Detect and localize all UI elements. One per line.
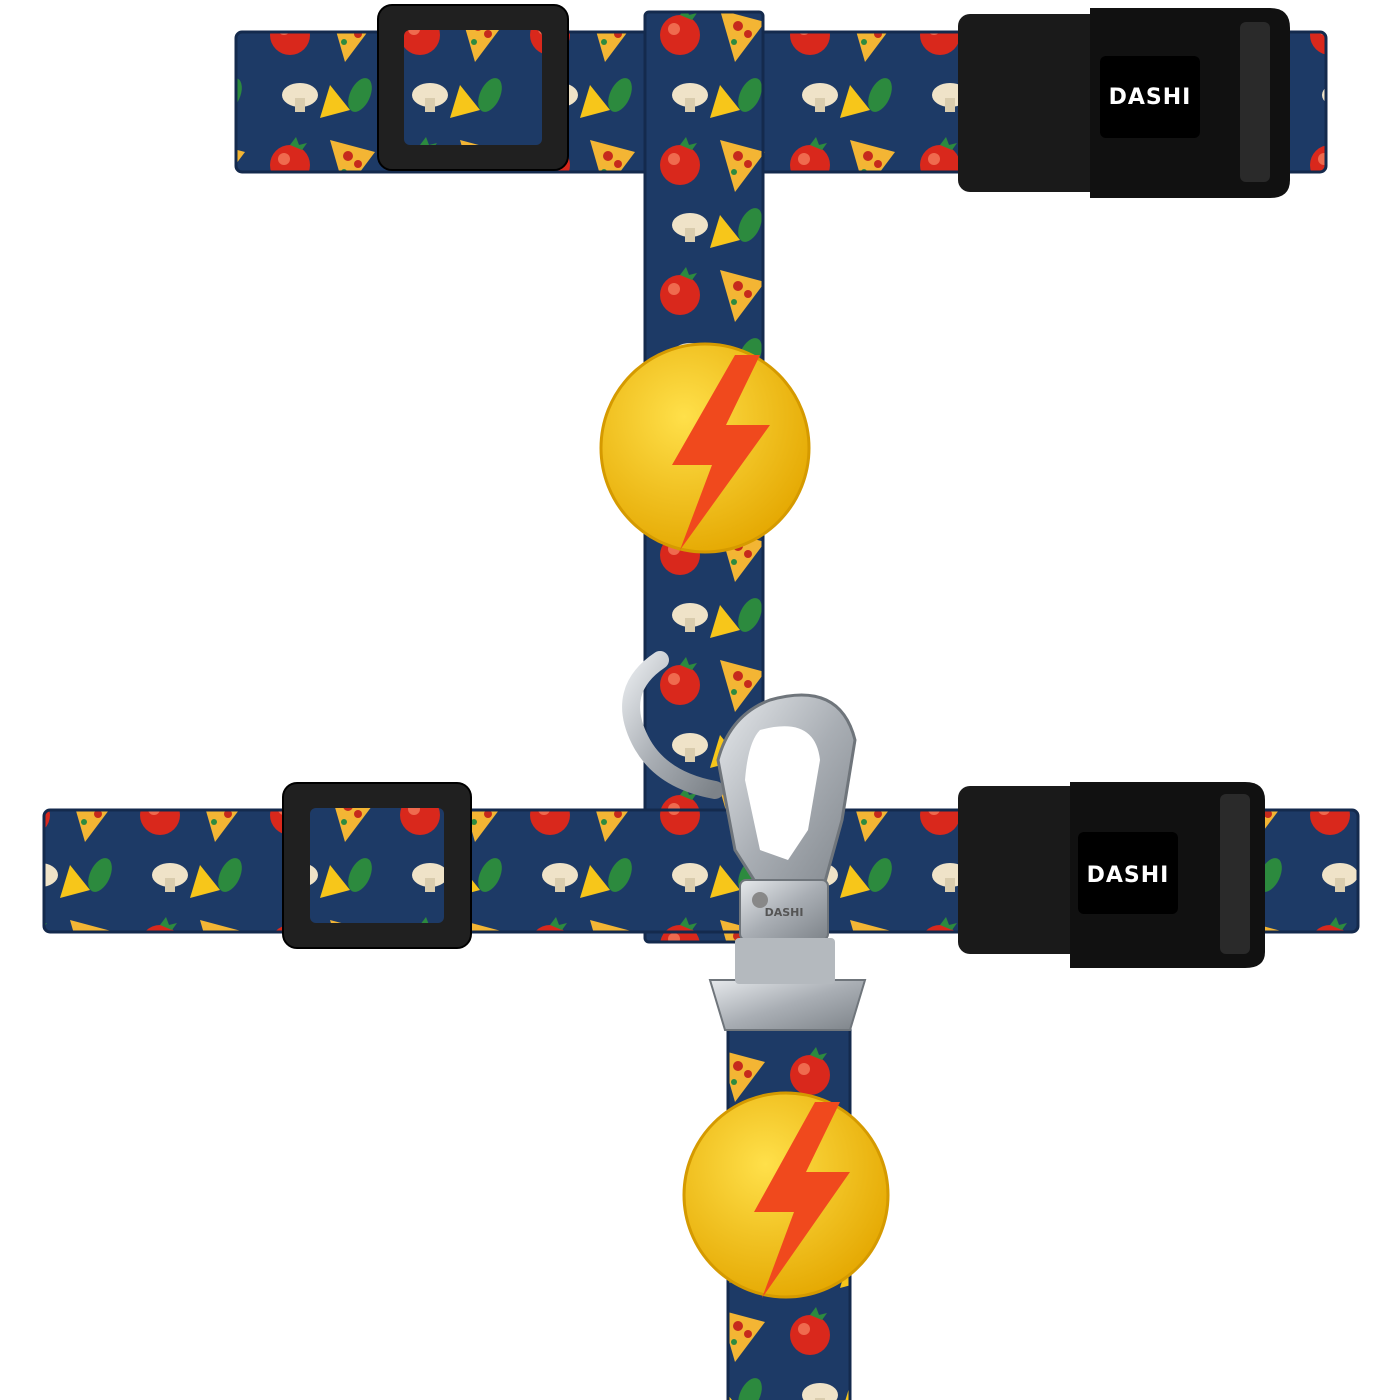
bottom-lightning-tag bbox=[682, 1091, 890, 1299]
top-lightning-tag bbox=[599, 342, 811, 554]
lightning-bolt-icon bbox=[672, 355, 770, 550]
lightning-bolt-icon bbox=[754, 1102, 850, 1298]
d-ring-icon bbox=[622, 651, 724, 799]
top-slider-buckle bbox=[377, 4, 569, 171]
bottom-slider-buckle bbox=[282, 782, 472, 949]
bottom-release-buckle: DASHI bbox=[958, 782, 1265, 968]
snap-hook-icon: DASHI bbox=[708, 693, 867, 1031]
top-release-buckle: DASHI bbox=[958, 8, 1290, 198]
hook-logo: DASHI bbox=[765, 906, 804, 919]
buckle-logo-bottom: DASHI bbox=[1087, 863, 1170, 888]
buckle-logo-top: DASHI bbox=[1109, 85, 1192, 110]
